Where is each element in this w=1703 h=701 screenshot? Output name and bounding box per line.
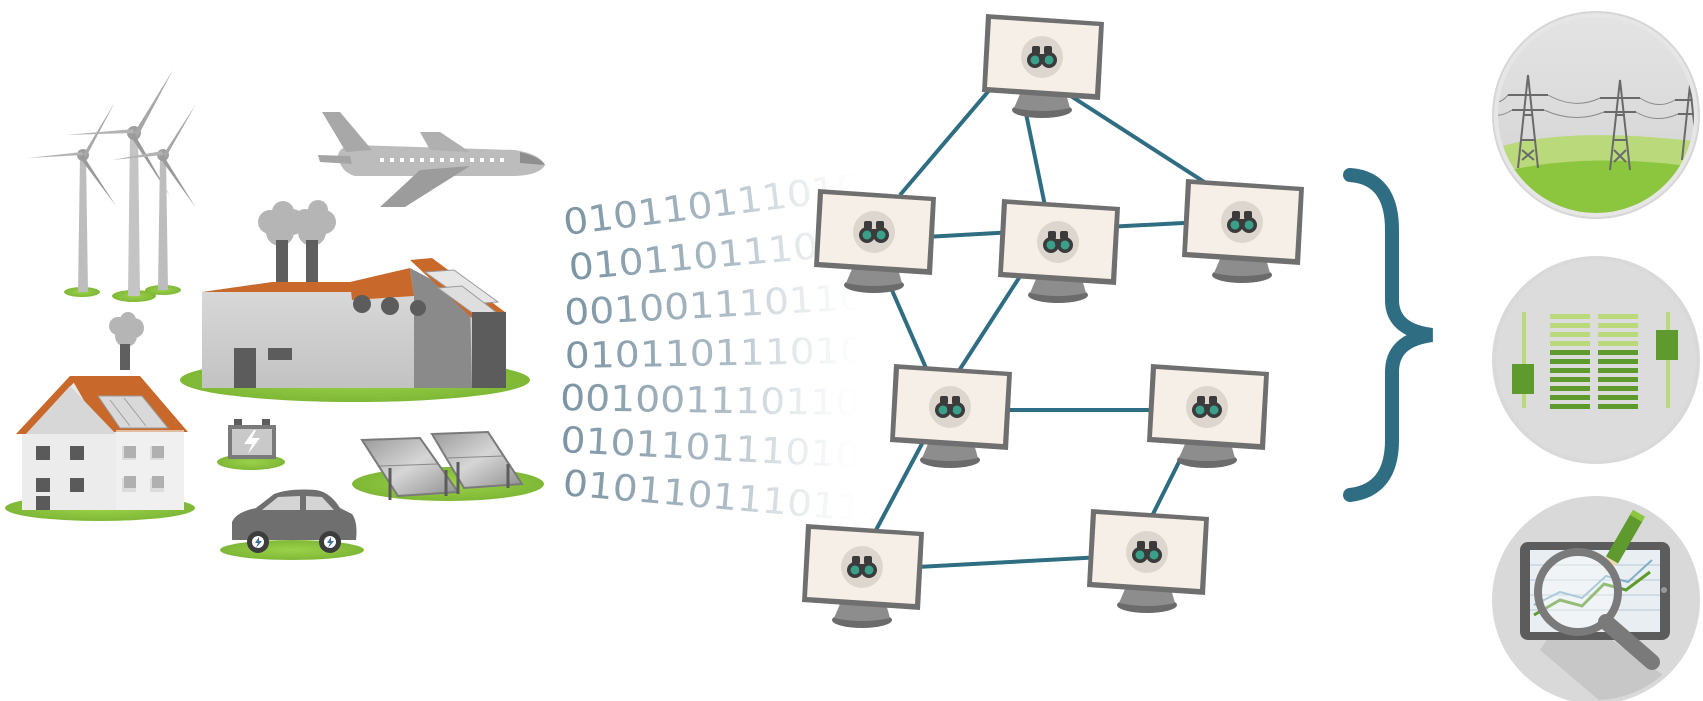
electric-car-icon [220,489,364,560]
network-node-monitor [814,189,936,293]
analysis-magnifier-icon [1492,496,1700,701]
house-icon [5,312,195,521]
outputs-column [1492,11,1700,701]
monitoring-network [802,14,1304,628]
curly-brace [1343,168,1434,502]
control-bars-icon [1492,256,1700,464]
network-links [858,58,1242,572]
network-node-monitor [890,364,1012,468]
solar-panels-icon [352,430,544,501]
network-node-monitor [802,524,924,628]
network-node-monitor [1147,364,1269,468]
binary-row-4: 010110111010 [564,331,865,377]
airplane-icon [318,112,545,207]
network-nodes [802,14,1304,628]
wind-turbines-icon [28,70,196,302]
power-grid-icon [1492,11,1700,219]
factory-icon [180,200,530,402]
binary-row-5: 001001110110 [560,378,861,424]
energy-sources-illustration [5,70,545,560]
network-node-monitor [982,14,1104,118]
binary-row-3: 001001110110 [563,277,865,334]
network-node-monitor [1087,509,1209,613]
network-node-monitor [998,199,1120,303]
network-node-monitor [1182,179,1304,283]
battery-icon [217,419,285,470]
